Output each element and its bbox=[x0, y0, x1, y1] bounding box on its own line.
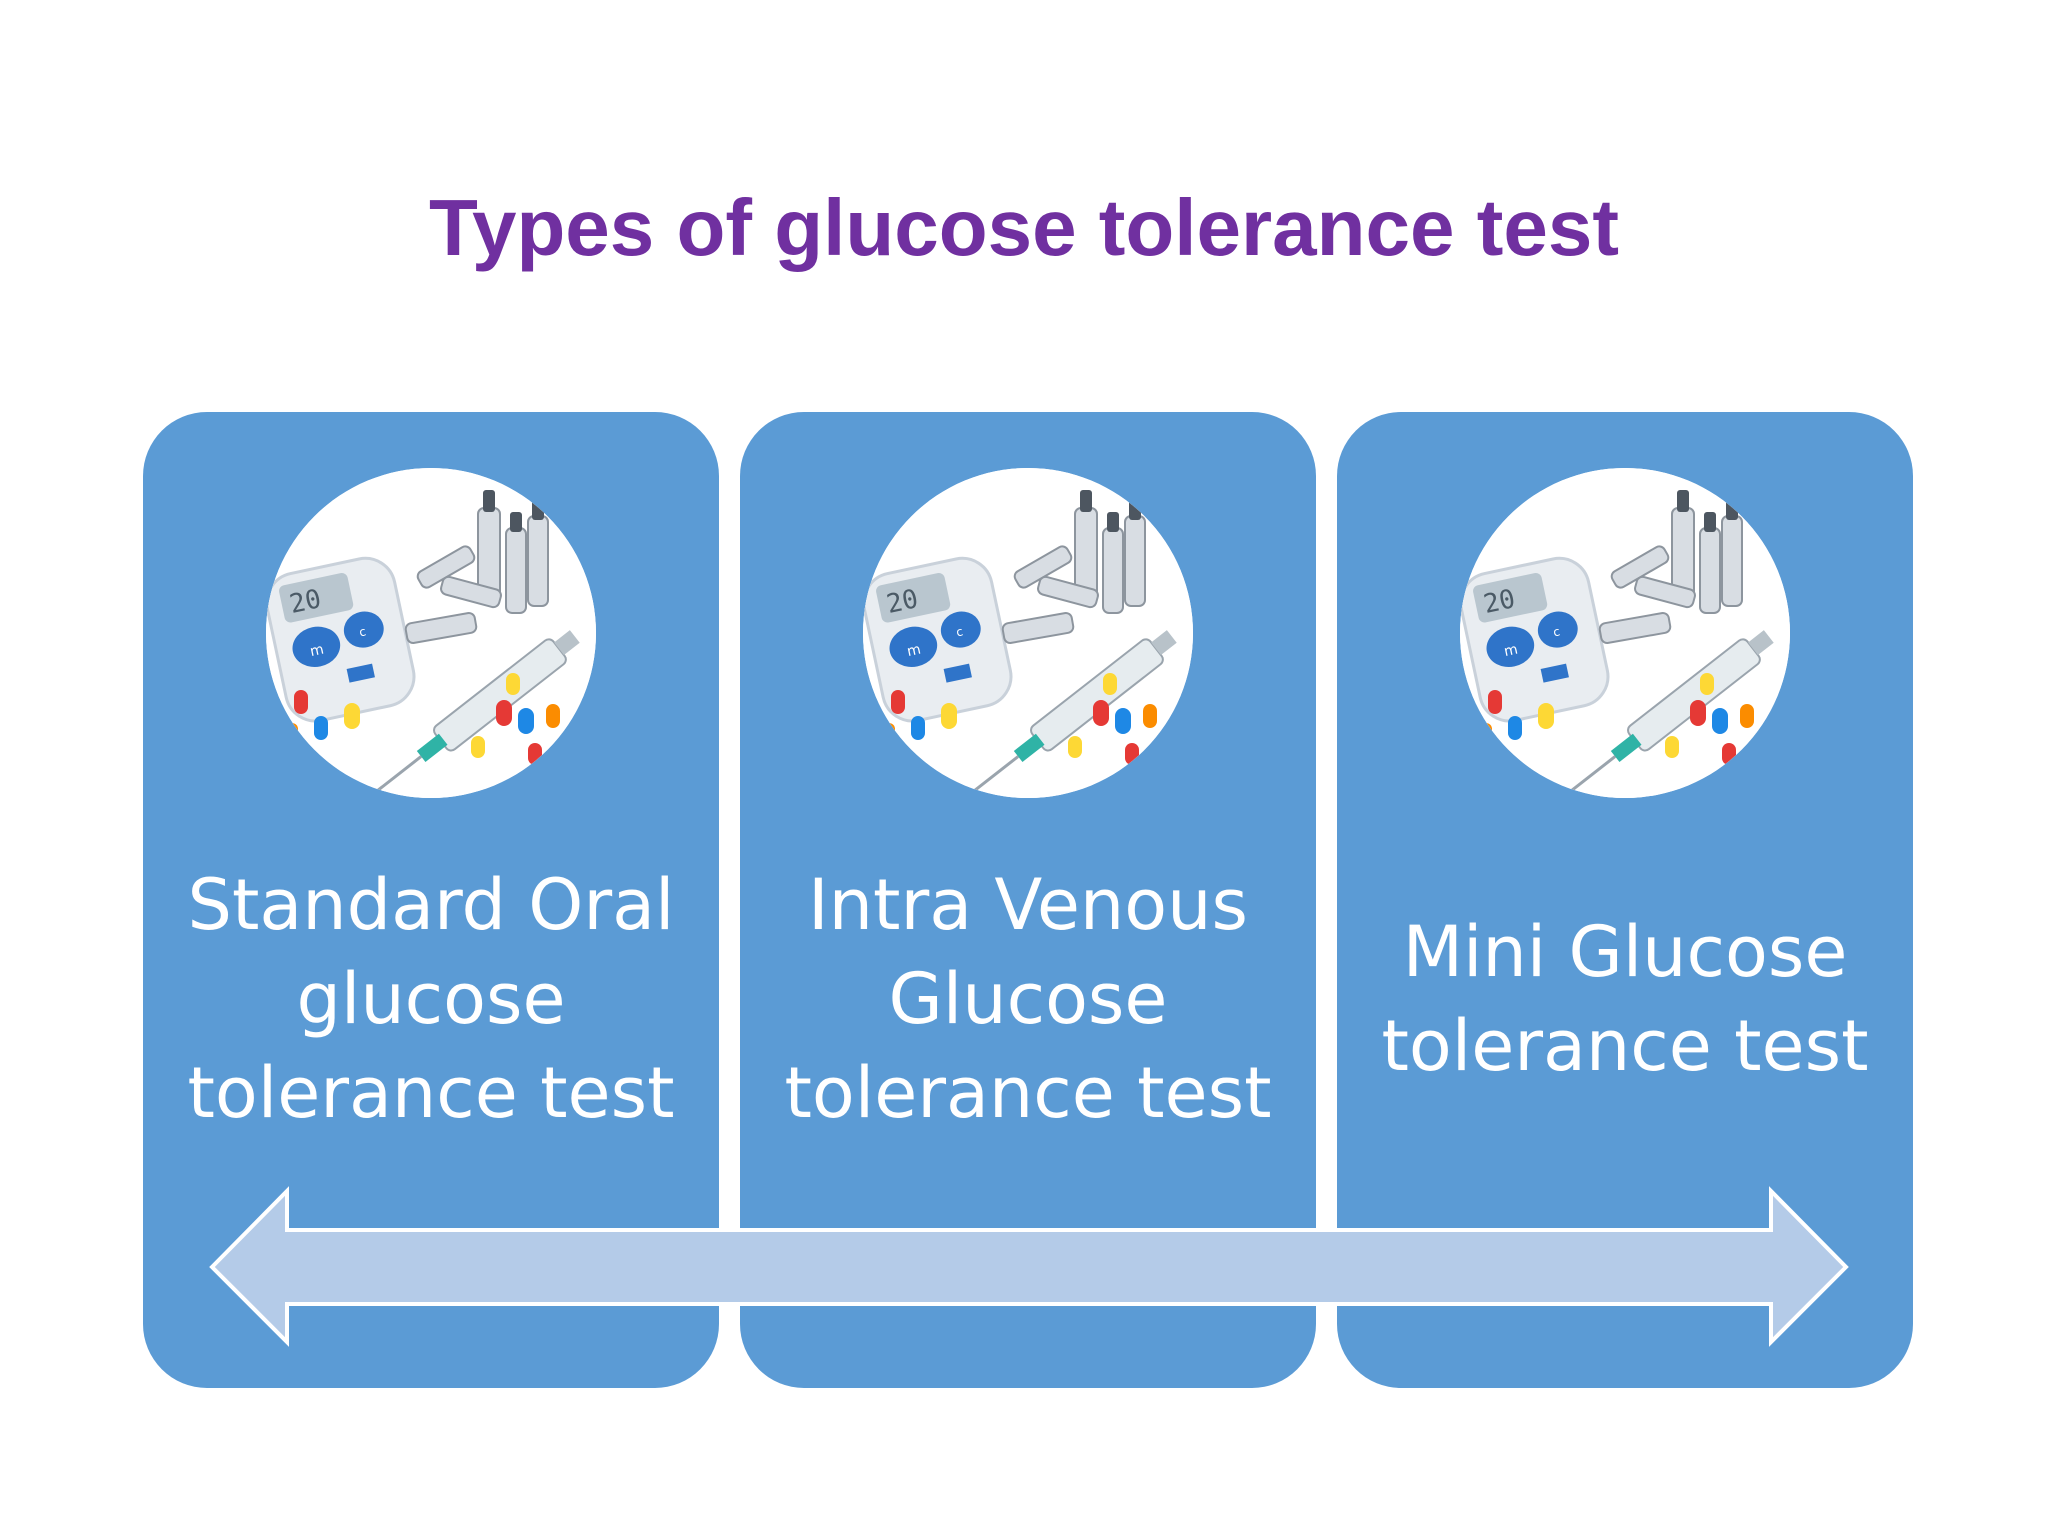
card-label-line: Standard Oral bbox=[187, 864, 675, 946]
card-standard-oral-gtt: Standard Oral glucose tolerance test bbox=[143, 412, 719, 1388]
card-label-line: Intra Venous bbox=[808, 864, 1248, 946]
card-label-line: Mini Glucose bbox=[1402, 911, 1848, 993]
slide-title: Types of glucose tolerance test bbox=[429, 183, 1619, 272]
card-label: Mini Glucose tolerance test bbox=[1357, 905, 1893, 1093]
glucose-test-photo bbox=[266, 468, 596, 798]
card-label: Standard Oral glucose tolerance test bbox=[163, 858, 699, 1140]
card-mini-gtt: Mini Glucose tolerance test bbox=[1337, 412, 1913, 1388]
card-label-line: tolerance test bbox=[784, 1052, 1272, 1134]
glucose-test-photo bbox=[1460, 468, 1790, 798]
card-label-line: tolerance test bbox=[187, 1052, 675, 1134]
card-label-line: Glucose bbox=[888, 958, 1168, 1040]
glucose-test-photo bbox=[863, 468, 1193, 798]
card-label-line: glucose bbox=[296, 958, 566, 1040]
card-label: Intra Venous Glucose tolerance test bbox=[760, 858, 1296, 1140]
card-intravenous-gtt: Intra Venous Glucose tolerance test bbox=[740, 412, 1316, 1388]
card-label-line: tolerance test bbox=[1381, 1005, 1869, 1087]
